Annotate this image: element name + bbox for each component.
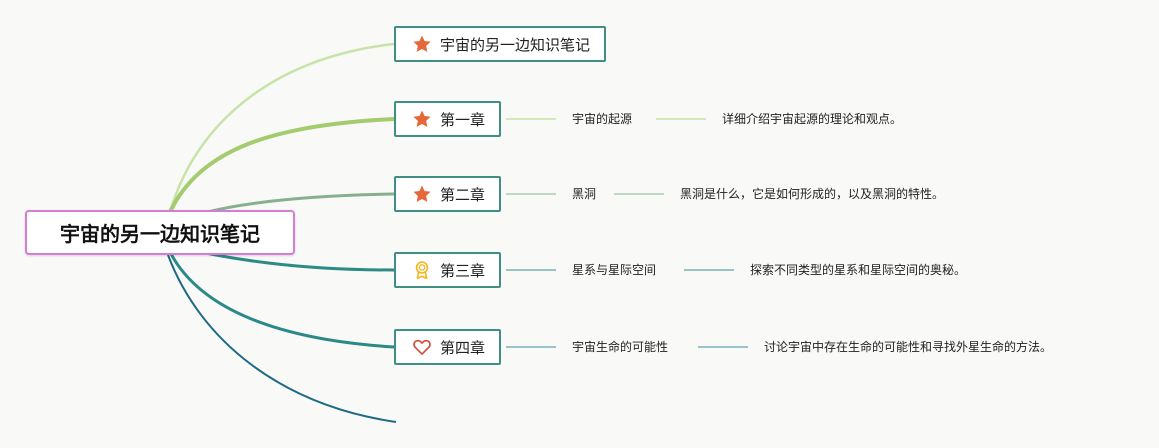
branch-node-chapter-1[interactable]: 第一章 xyxy=(394,101,502,137)
branch-node-label: 第三章 xyxy=(440,261,486,280)
detail-label-2[interactable]: 黑洞是什么，它是如何形成的，以及黑洞的特性。 xyxy=(680,187,945,201)
detail-label-4[interactable]: 讨论宇宙中存在生命的可能性和寻找外星生命的方法。 xyxy=(764,340,1053,354)
heart-icon xyxy=(412,337,432,357)
branch-node-label: 宇宙的另一边知识笔记 xyxy=(440,35,591,54)
connector-branch-1 xyxy=(168,117,395,213)
branch-node-chapter-3[interactable]: 第三章 xyxy=(394,252,502,288)
connector-branch-0 xyxy=(168,42,395,213)
detail-label-3[interactable]: 探索不同类型的星系和星际空间的奥秘。 xyxy=(750,263,967,277)
star-icon xyxy=(412,184,432,204)
connector-branch-dangling xyxy=(167,254,397,423)
connector-branch-4 xyxy=(168,251,395,349)
root-topic[interactable]: 宇宙的另一边知识笔记 xyxy=(25,210,295,255)
award-icon xyxy=(412,260,432,280)
branch-node-notes[interactable]: 宇宙的另一边知识笔记 xyxy=(394,26,607,62)
root-topic-label: 宇宙的另一边知识笔记 xyxy=(60,222,260,246)
star-icon xyxy=(412,34,432,54)
branch-node-label: 第一章 xyxy=(440,110,486,129)
topic-label-3[interactable]: 星系与星际空间 xyxy=(572,263,657,277)
branch-node-label: 第二章 xyxy=(440,185,486,204)
branch-node-label: 第四章 xyxy=(440,338,486,357)
topic-label-2[interactable]: 黑洞 xyxy=(572,187,597,201)
topic-label-1[interactable]: 宇宙的起源 xyxy=(572,112,633,126)
topic-label-4[interactable]: 宇宙生命的可能性 xyxy=(572,340,669,354)
branch-node-chapter-2[interactable]: 第二章 xyxy=(394,176,502,212)
branch-node-chapter-4[interactable]: 第四章 xyxy=(394,329,502,365)
detail-label-1[interactable]: 详细介绍宇宙起源的理论和观点。 xyxy=(722,112,903,126)
star-icon xyxy=(412,109,432,129)
